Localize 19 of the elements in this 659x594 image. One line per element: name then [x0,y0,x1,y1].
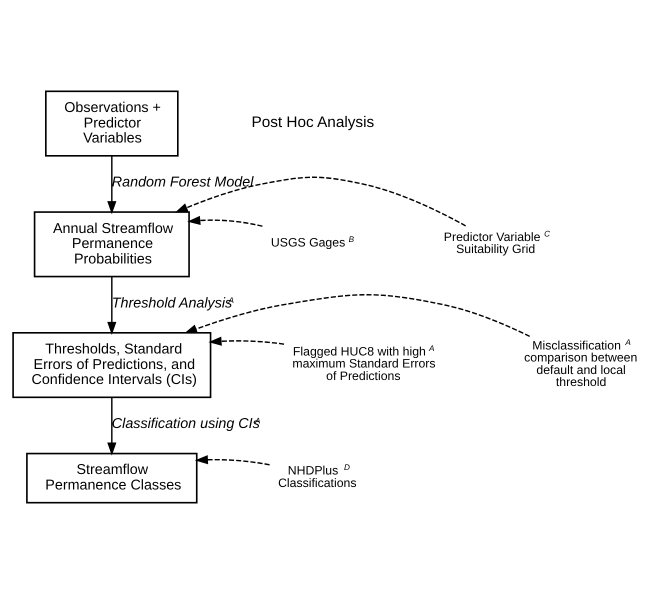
node-text: USGS Gages $^{B}$ [270,234,354,250]
node-box: Streamflow Permanence Classes [26,452,198,504]
arrow [184,294,530,337]
arrow [186,216,262,227]
edge-label: Random Forest Model [111,174,253,191]
node-text: Predictor Variable $^{C}$ Suitability Grid [443,229,550,256]
node-box: Thresholds, Standard Errors of Predictions, and Confidence Intervals (CIs) [12,332,211,398]
arrow [106,276,116,335]
node-text: Misclassification $^{A}$ comparison between default and local threshold [524,338,637,390]
node-text: NHDPlus $^{D}$ Classifications [278,463,356,490]
node-box: Annual Streamflow Permanence Probabilities [33,211,190,278]
label: Post Hoc Analysis [250,114,374,132]
arrow [106,156,116,214]
node-text: Flagged HUC8 with high$^{A}$ maximum Standard Errors of Predictions [292,344,436,383]
arrow [174,176,466,226]
arrow [194,455,270,466]
arrow [208,336,284,346]
arrow [106,397,116,456]
node-box: Observations + Predictor Variables [44,90,178,157]
